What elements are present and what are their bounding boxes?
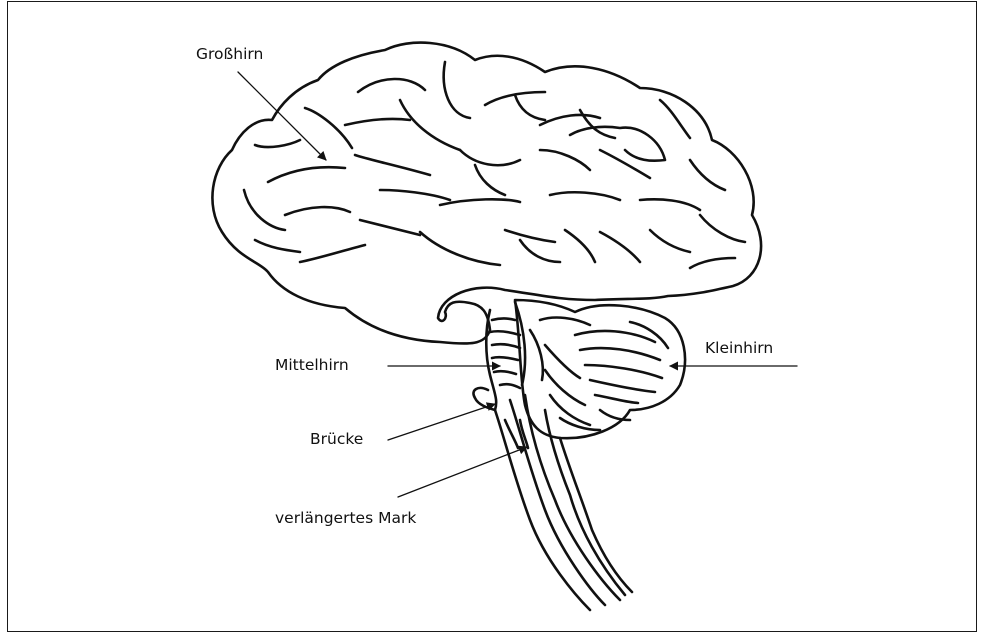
arrow-pons xyxy=(388,404,495,440)
label-bruecke: Brücke xyxy=(310,432,363,448)
label-mittelhirn: Mittelhirn xyxy=(275,358,349,374)
midbrain-outline xyxy=(473,310,496,410)
label-kleinhirn: Kleinhirn xyxy=(705,341,773,357)
cerebrum-outline xyxy=(212,43,761,344)
arrow-medulla xyxy=(398,447,527,497)
label-grosshirn: Großhirn xyxy=(196,47,263,63)
label-verlaengertes-mark: verlängertes Mark xyxy=(275,511,416,527)
cerebellum-folia xyxy=(540,318,668,430)
midbrain-lines xyxy=(490,319,520,389)
